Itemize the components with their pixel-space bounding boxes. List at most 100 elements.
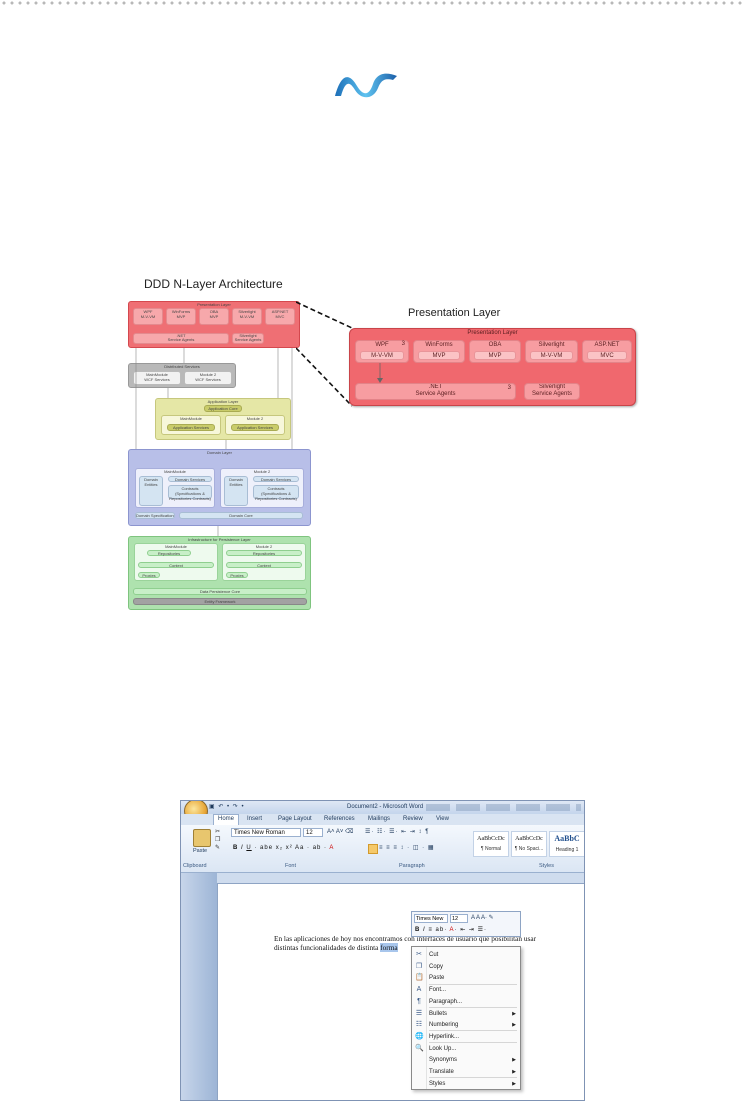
winforms-box: WinForms MVP bbox=[413, 340, 465, 363]
mini-font-select[interactable]: Times New bbox=[414, 914, 448, 923]
dotted-border bbox=[0, 0, 744, 6]
silverlight-box: Silverlight M-V-VM bbox=[525, 340, 578, 363]
group-clipboard: Clipboard bbox=[183, 863, 207, 869]
font-name-select[interactable]: Times New Roman bbox=[231, 828, 301, 837]
wpf-box: WPF 3 M-V-VM bbox=[355, 340, 409, 363]
context-menu-label: Bullets bbox=[429, 1010, 448, 1017]
context-menu-item-copy[interactable]: ❐ Copy bbox=[412, 961, 520, 973]
context-menu-label: Look Up... bbox=[429, 1045, 457, 1052]
tab-view[interactable]: View bbox=[436, 816, 449, 822]
paragraph-icon: ¶ bbox=[417, 997, 421, 1005]
zoom-lines bbox=[296, 301, 353, 407]
submenu-arrow-icon: ▶ bbox=[512, 1057, 516, 1064]
context-menu-label: Font... bbox=[429, 987, 447, 994]
aspnet-box: ASP.NET MVC bbox=[582, 340, 632, 363]
word-window: ▣ ↶ • ↷ • Document2 - Microsoft Word Hom… bbox=[180, 800, 585, 1101]
left-margin bbox=[181, 873, 217, 1100]
dotnet-logo-icon bbox=[335, 73, 397, 98]
context-menu-item-hyperlink[interactable]: 🌐Hyperlink... bbox=[412, 1031, 520, 1043]
submenu-arrow-icon: ▶ bbox=[512, 1022, 516, 1029]
doc-text-line-2: distintas funcionalidades de distinta fo… bbox=[274, 943, 398, 952]
context-menu-item-translate[interactable]: Translate ▶ bbox=[412, 1066, 520, 1078]
menu-separator bbox=[429, 1030, 517, 1032]
numbering-icon: ☷ bbox=[415, 1021, 423, 1029]
context-menu-item-numbering[interactable]: ☷ Numbering ▶ bbox=[412, 1019, 520, 1031]
align-buttons[interactable]: ≡ ≡ ≡ ↕ · ◫ · ▦ bbox=[379, 845, 435, 851]
doc-text-line-1: En las aplicaciones de hoy nos encontram… bbox=[274, 934, 537, 943]
menu-separator bbox=[429, 1077, 517, 1079]
context-menu-label: Hyperlink... bbox=[429, 1033, 460, 1040]
copy-icon: ❐ bbox=[415, 962, 423, 970]
presentation-layer-label: Presentation Layer bbox=[467, 330, 518, 336]
mini-format-buttons[interactable]: B I ≡ ab· A· ⇤ ⇥ ☰· bbox=[415, 927, 487, 933]
align-left-button[interactable] bbox=[368, 844, 378, 854]
context-menu-item-synonyms[interactable]: Synonyms ▶ bbox=[412, 1054, 520, 1066]
context-menu-label: Numbering bbox=[429, 1022, 459, 1029]
menu-separator bbox=[429, 983, 517, 985]
list-buttons[interactable]: ☰· ☷· ☰· ⇤ ⇥ ↕ ¶ bbox=[365, 829, 430, 835]
lookup-icon: 🔍 bbox=[415, 1044, 424, 1052]
title-bar: ▣ ↶ • ↷ • Document2 - Microsoft Word bbox=[181, 801, 584, 823]
tab-review[interactable]: Review bbox=[403, 816, 423, 822]
tab-home[interactable]: Home bbox=[218, 816, 235, 822]
context-menu-item-styles[interactable]: Styles▶ bbox=[412, 1078, 520, 1090]
context-menu-item-look-up[interactable]: 🔍 Look Up... bbox=[412, 1043, 520, 1055]
group-font: Font bbox=[285, 863, 297, 869]
tab-page-layout[interactable]: Page Layout bbox=[278, 816, 312, 822]
context-menu-label: Translate bbox=[429, 1069, 454, 1075]
domain-layer: Domain Layer MainModule Domain Entities … bbox=[128, 449, 311, 526]
context-menu-label: Cut bbox=[429, 952, 439, 958]
ribbon-tabs bbox=[181, 814, 584, 825]
group-paragraph: Paragraph bbox=[399, 863, 425, 869]
cut-icon: ✂ bbox=[416, 951, 422, 958]
paste-icon[interactable] bbox=[193, 829, 211, 847]
context-menu-label: Paragraph... bbox=[429, 998, 463, 1005]
context-menu-item-cut[interactable]: ✂ Cut bbox=[412, 949, 520, 961]
tab-references[interactable]: References bbox=[324, 816, 355, 822]
tab-mailings[interactable]: Mailings bbox=[368, 816, 391, 822]
tab-insert[interactable]: Insert bbox=[247, 816, 263, 822]
mini-toolbar: Times New 12 A A A· ✎ B I ≡ ab· A· ⇤ ⇥ ☰… bbox=[411, 911, 521, 937]
context-menu-label: Synonyms bbox=[429, 1057, 458, 1064]
infrastructure-layer: Infrastructure for Persistence Layer Mai… bbox=[128, 536, 311, 610]
context-menu-label: Copy bbox=[429, 963, 444, 970]
context-menu-item-bullets[interactable]: ☰ Bullets ▶ bbox=[412, 1008, 520, 1020]
selected-text: forma bbox=[380, 943, 398, 952]
style-no-spacing[interactable]: AaBbCcDc ¶ No Spaci... bbox=[511, 831, 547, 857]
group-styles: Styles bbox=[539, 863, 554, 869]
document-page[interactable]: En las aplicaciones de hoy nos encontram… bbox=[217, 883, 584, 1100]
context-menu-item-paste[interactable]: 📋Paste bbox=[412, 972, 520, 984]
tab-home-bg bbox=[213, 814, 239, 825]
ribbon: Paste ✂❐✎ Clipboard Times New Roman 12 A… bbox=[181, 825, 584, 873]
connector-arrows bbox=[135, 348, 293, 536]
font-grow-shrink-buttons[interactable]: A˄ A˅ ⌫ bbox=[327, 829, 354, 835]
mini-size-select[interactable]: 12 bbox=[450, 914, 468, 923]
context-menu-label: Styles bbox=[429, 1080, 446, 1087]
menu-separator bbox=[429, 1042, 517, 1044]
application-layer: Application Layer Application Core MainM… bbox=[155, 398, 291, 440]
clipboard-small-icons[interactable]: ✂❐✎ bbox=[215, 829, 221, 851]
paste-button[interactable]: Paste bbox=[193, 848, 208, 854]
silverlight-service-agents-box: Silverlight Service Agents bbox=[524, 383, 580, 400]
font-size-select[interactable]: 12 bbox=[303, 828, 323, 837]
presentation-layer-detail: Presentation Layer WPF 3 M-V-VM WinForms… bbox=[349, 328, 636, 406]
style-normal[interactable]: AaBbCcDc ¶ Normal bbox=[473, 831, 509, 857]
quick-access-toolbar[interactable]: ▣ ↶ • ↷ • bbox=[209, 804, 245, 810]
context-menu-label: Paste bbox=[429, 975, 445, 982]
style-heading-1[interactable]: AaBbC Heading 1 bbox=[549, 831, 584, 857]
net-service-agents-box: .NET Service Agents 3 bbox=[355, 383, 516, 400]
submenu-arrow-icon: ▶ bbox=[512, 1010, 516, 1017]
oba-box: OBA MVP bbox=[469, 340, 521, 363]
presentation-layer-title: Presentation Layer bbox=[408, 307, 501, 319]
menu-separator bbox=[429, 1007, 517, 1008]
architecture-title: DDD N-Layer Architecture bbox=[144, 277, 283, 291]
context-menu-item-paragraph[interactable]: ¶ Paragraph... bbox=[412, 996, 520, 1008]
bullets-icon: ☰ bbox=[415, 1009, 423, 1017]
window-title: Document2 - Microsoft Word bbox=[347, 804, 424, 810]
mini-grow-buttons[interactable]: A A A· ✎ bbox=[471, 915, 494, 921]
font-format-buttons[interactable]: B I U · abe x₂ x² Aa · ab · A bbox=[233, 845, 335, 851]
submenu-arrow-icon: ▶ bbox=[512, 1069, 516, 1075]
